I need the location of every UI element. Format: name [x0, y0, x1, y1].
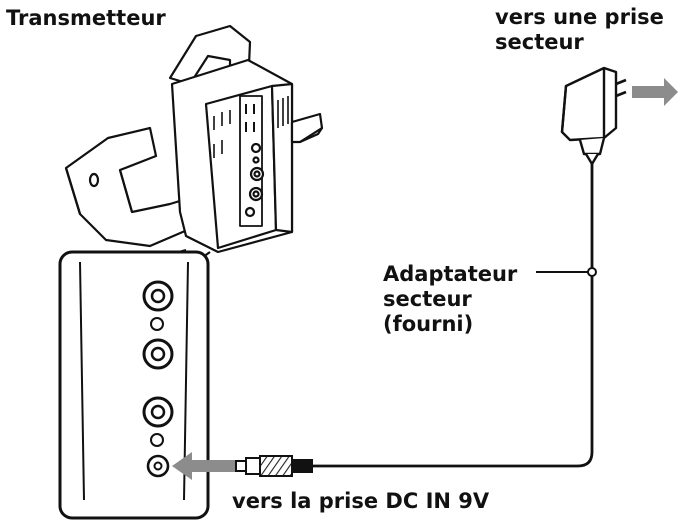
adapter-leader-dot: [587, 267, 597, 277]
outlet-arrow: [632, 78, 678, 106]
adapter-label-line2: secteur: [383, 287, 472, 311]
dc-plug: [235, 455, 313, 477]
ac-adapter: [560, 66, 627, 166]
adapter-label-line3: (fourni): [383, 312, 474, 336]
outlet-label-line1: vers une prise: [495, 5, 664, 29]
dc-in-arrow: [172, 452, 236, 480]
outlet-label-line2: secteur: [495, 30, 584, 54]
outlet-label: vers une prise secteur: [495, 5, 664, 55]
transmitter-device: [64, 24, 324, 254]
panel-closeup: [58, 250, 210, 520]
transmitter-label: Transmetteur: [6, 6, 166, 30]
adapter-label-line1: Adaptateur: [383, 262, 518, 286]
power-cable: [312, 160, 594, 468]
adapter-label: Adaptateur secteur (fourni): [383, 262, 517, 337]
dc-in-label: vers la prise DC IN 9V: [232, 489, 490, 513]
